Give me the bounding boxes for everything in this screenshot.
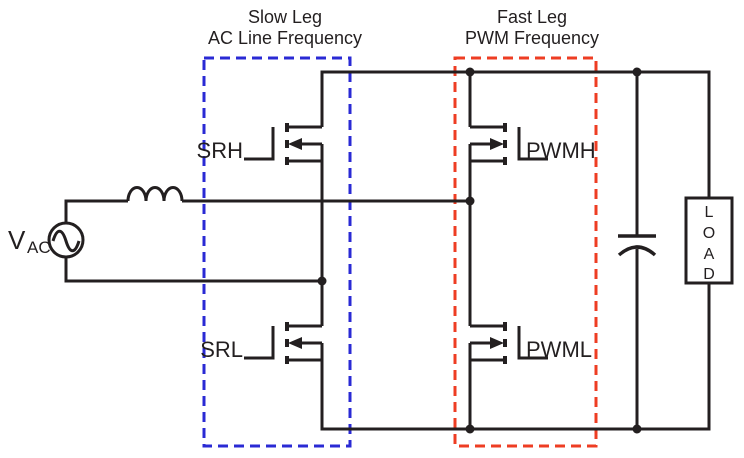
ac-source [47, 221, 85, 259]
load-box [684, 196, 734, 285]
slow-leg-heading: Slow Leg AC Line Frequency [208, 7, 362, 48]
load-letter: O [703, 225, 715, 242]
ac-top-wire [64, 199, 128, 223]
capacitor-plate-curved [617, 245, 657, 257]
vac-label-group: V AC [8, 225, 51, 257]
mosfet-srl [242, 320, 324, 366]
mosfet-symbol [242, 121, 324, 167]
ac-source-circle [47, 221, 85, 259]
pwmh-label: PWMH [526, 138, 596, 163]
slow-leg-title-line1: Slow Leg [248, 7, 322, 27]
junction-dot [465, 424, 475, 434]
sine-wave-icon [51, 229, 81, 253]
fast-leg-heading: Fast Leg PWM Frequency [465, 7, 599, 48]
srh-label: SRH [197, 138, 243, 163]
ac-return-wire [64, 257, 322, 283]
vac-label-subscript: AC [27, 238, 51, 257]
fast-leg-boundary-box [453, 56, 598, 448]
pwml-label: PWML [526, 337, 592, 362]
load-label: L O A D [703, 204, 715, 283]
srl-label: SRL [200, 337, 243, 362]
slow-leg-title-line2: AC Line Frequency [208, 28, 362, 48]
load-letter: D [703, 266, 715, 283]
wires [64, 70, 711, 431]
load-letter: A [704, 246, 715, 263]
slow-leg-boundary-box [202, 56, 352, 448]
labels: Slow Leg AC Line Frequency Fast Leg PWM … [8, 7, 599, 362]
output-capacitor [617, 234, 657, 257]
inductor [126, 186, 184, 202]
junction-dot [465, 67, 475, 77]
fast-leg-title-line1: Fast Leg [497, 7, 567, 27]
junction-dot [317, 276, 327, 286]
vac-label: V [8, 225, 26, 255]
junction-dot [632, 67, 642, 77]
top-rail-wire [320, 70, 711, 198]
mosfet-srh [242, 121, 324, 167]
bottom-rail-wire [320, 283, 711, 431]
junction-dots [317, 67, 642, 434]
fast-leg-title-line2: PWM Frequency [465, 28, 599, 48]
junction-dot [632, 424, 642, 434]
load-letter: L [705, 204, 714, 221]
junction-dot [465, 196, 475, 206]
mosfet-symbol [242, 320, 324, 366]
load: L O A D [684, 196, 734, 285]
